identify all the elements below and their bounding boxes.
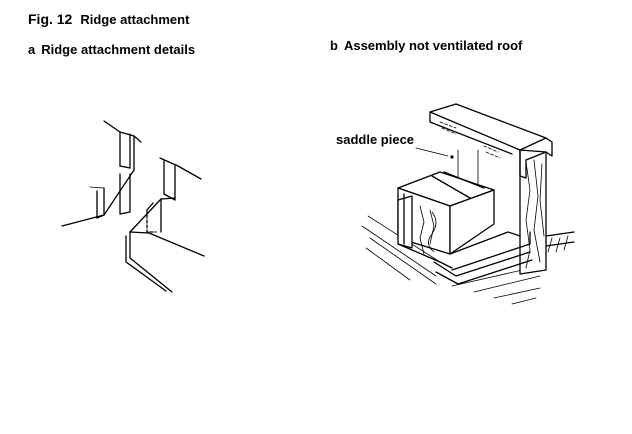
assembly-drawing: [361, 103, 575, 305]
figure-title: Fig. 12 Ridge attachment: [28, 11, 189, 27]
left-flashing-piece: [61, 120, 142, 227]
figure-number: Fig. 12: [28, 11, 73, 27]
side-flashing: [397, 193, 453, 269]
panel-b-letter: b: [330, 38, 338, 53]
panel-b-title: Assembly not ventilated roof: [343, 38, 523, 53]
figure-name: Ridge attachment: [80, 12, 190, 27]
ridge-cap: [429, 103, 553, 179]
panel-b-heading: b Assembly not ventilated roof: [330, 38, 522, 53]
base-tray: [433, 231, 533, 285]
saddle-piece-label: saddle piece: [336, 132, 415, 147]
panel-a-heading: a Ridge attachment details: [28, 42, 195, 57]
panel-a-letter: a: [28, 42, 36, 57]
ridge-beam: [519, 149, 575, 275]
ridge-detail-drawing: [61, 120, 205, 293]
panel-a-title: Ridge attachment details: [41, 42, 196, 57]
right-flashing-piece: [125, 157, 205, 293]
